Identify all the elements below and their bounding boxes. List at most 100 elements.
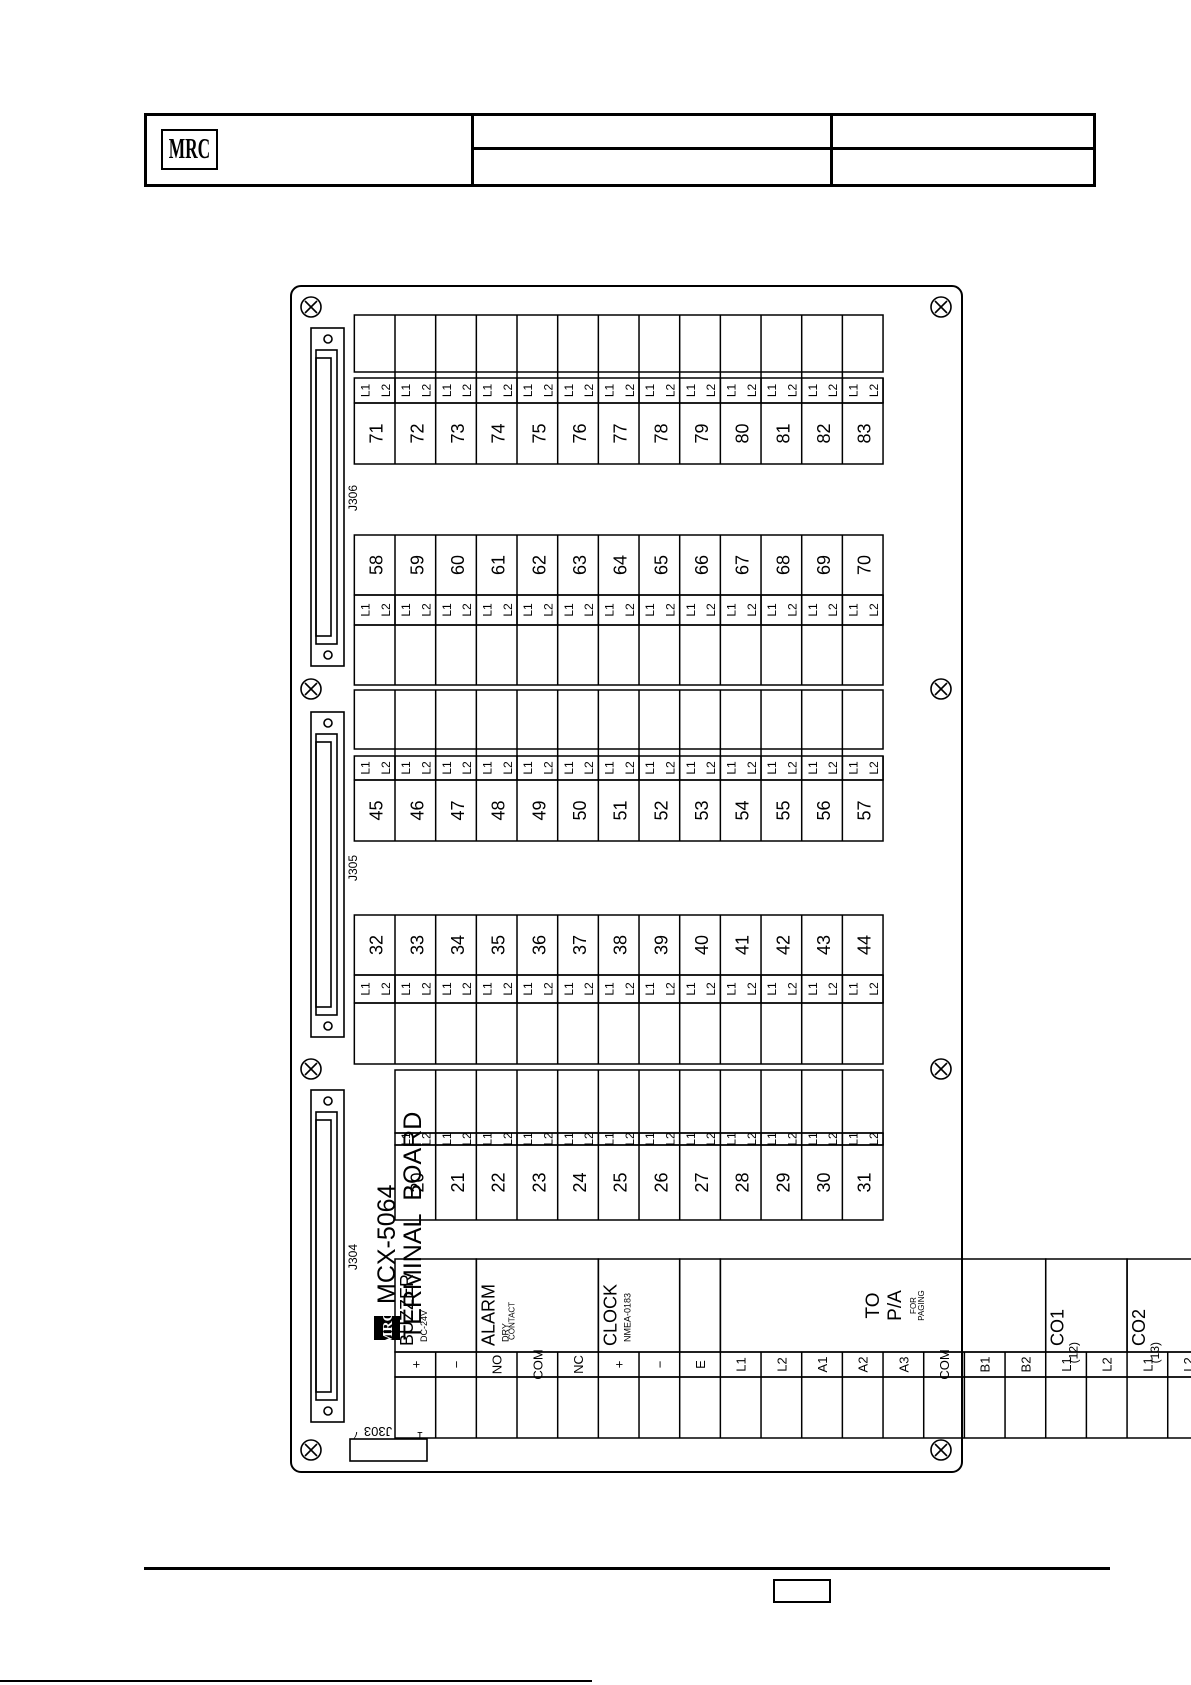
- left-pin-label: −: [652, 1361, 667, 1369]
- terminal-number: 59: [407, 555, 427, 575]
- mrc-logo-text: MRC: [168, 133, 211, 165]
- terminal-pin-l2: L2: [501, 982, 515, 996]
- terminal-number: 58: [367, 555, 387, 575]
- terminal-number: 79: [692, 423, 712, 443]
- terminal-pin-l2: L2: [745, 982, 759, 996]
- terminal-number: 81: [773, 423, 793, 443]
- mounting-screw-icon: [300, 1058, 322, 1080]
- terminal-pin-l1: L1: [440, 384, 454, 398]
- terminal-pin-l1: L1: [765, 1132, 779, 1146]
- terminal-pin-l1: L1: [562, 384, 576, 398]
- terminal-pin-l2: L2: [460, 982, 474, 996]
- terminal-pin-l2: L2: [420, 1132, 434, 1146]
- terminal-number: 80: [733, 423, 753, 443]
- terminal-pin-l2: L2: [704, 982, 718, 996]
- terminal-number: 23: [529, 1172, 549, 1192]
- terminal-number: 40: [692, 935, 712, 955]
- terminal-pin-l2: L2: [704, 384, 718, 398]
- terminal-number: 62: [529, 555, 549, 575]
- j303-pin-right: 1: [417, 1429, 423, 1441]
- terminal-pin-l2: L2: [460, 1132, 474, 1146]
- terminal-block-block_d: [353, 534, 884, 686]
- terminal-number: 63: [570, 555, 590, 575]
- terminal-pin-l2: L2: [786, 1132, 800, 1146]
- terminal-number: 21: [448, 1172, 468, 1192]
- terminal-number: 78: [651, 423, 671, 443]
- terminal-pin-l2: L2: [582, 603, 596, 617]
- signal-group-sub: (13): [1148, 1342, 1162, 1363]
- signal-group-label: CO2: [1129, 1309, 1149, 1346]
- signal-group-sub2: CONTACT: [507, 1302, 516, 1340]
- terminal-pin-l1: L1: [358, 761, 372, 775]
- terminal-number: 66: [692, 555, 712, 575]
- terminal-pin-l2: L2: [704, 761, 718, 775]
- signal-group-label: BUZZER: [397, 1274, 417, 1346]
- mounting-screw-icon: [930, 1439, 952, 1461]
- terminal-pin-l2: L2: [826, 982, 840, 996]
- signal-group-label: TO: [863, 1292, 884, 1318]
- page-number-box: [773, 1579, 831, 1603]
- terminal-pin-l2: L2: [786, 603, 800, 617]
- terminal-number: 24: [570, 1172, 590, 1192]
- terminal-pin-l1: L1: [603, 982, 617, 996]
- terminal-number: 32: [367, 935, 387, 955]
- left-pin-label: COM: [937, 1349, 952, 1379]
- mounting-screw-icon: [300, 1439, 322, 1461]
- bottom-rule: [0, 1680, 592, 1682]
- board-subtitle: TERMINAL BOARD: [399, 1112, 427, 1340]
- terminal-pin-l1: L1: [806, 1132, 820, 1146]
- terminal-number: 33: [407, 935, 427, 955]
- terminal-number: 68: [773, 555, 793, 575]
- terminal-pin-l2: L2: [379, 603, 393, 617]
- terminal-pin-l2: L2: [745, 603, 759, 617]
- terminal-number: 56: [814, 800, 834, 820]
- terminal-number: 53: [692, 800, 712, 820]
- signal-group-box: [1126, 1258, 1191, 1353]
- signal-group-label: CO1: [1048, 1309, 1068, 1346]
- left-pin-label: L1: [1140, 1357, 1155, 1371]
- left-pin-label: COM: [530, 1349, 545, 1379]
- terminal-pin-l2: L2: [420, 384, 434, 398]
- terminal-pin-l1: L1: [847, 761, 861, 775]
- terminal-pin-l1: L1: [806, 761, 820, 775]
- terminal-number: 46: [407, 800, 427, 820]
- terminal-pin-l2: L2: [664, 1132, 678, 1146]
- terminal-pin-l2: L2: [582, 761, 596, 775]
- terminal-pin-l1: L1: [358, 603, 372, 617]
- signal-group-label2: P/A: [885, 1290, 906, 1321]
- terminal-pin-l2: L2: [460, 603, 474, 617]
- terminal-pin-l1: L1: [643, 603, 657, 617]
- left-pin-label: −: [449, 1361, 464, 1369]
- terminal-pin-l2: L2: [745, 1132, 759, 1146]
- terminal-number: 36: [529, 935, 549, 955]
- terminal-pin-l1: L1: [440, 1132, 454, 1146]
- terminal-pin-l1: L1: [521, 603, 535, 617]
- mrc-badge-text: MRC: [381, 1311, 396, 1344]
- terminal-pin-l1: L1: [603, 384, 617, 398]
- left-pin-label: B1: [978, 1357, 993, 1373]
- terminal-pin-l2: L2: [664, 384, 678, 398]
- j306-label: J306: [346, 485, 360, 511]
- signal-group-sub: FOR: [909, 1297, 918, 1314]
- terminal-pin-l1: L1: [358, 982, 372, 996]
- terminal-pin-l1: L1: [643, 982, 657, 996]
- terminal-pin-l1: L1: [358, 384, 372, 398]
- left-pin-label: L1: [1059, 1357, 1074, 1371]
- terminal-number: 42: [773, 935, 793, 955]
- left-pin-label: NC: [571, 1355, 586, 1374]
- terminal-pin-l1: L1: [684, 384, 698, 398]
- terminal-pin-l1: L1: [481, 982, 495, 996]
- terminal-pin-l1: L1: [481, 1132, 495, 1146]
- terminal-pin-l2: L2: [501, 384, 515, 398]
- left-pin-label: L2: [774, 1357, 789, 1371]
- terminal-number: 38: [611, 935, 631, 955]
- terminal-number: 28: [733, 1172, 753, 1192]
- j306-connector: [310, 327, 345, 667]
- left-pin-label: L2: [1181, 1357, 1191, 1371]
- terminal-pin-l2: L2: [786, 982, 800, 996]
- terminal-pin-l2: L2: [664, 761, 678, 775]
- terminal-number: 72: [407, 423, 427, 443]
- terminal-pin-l1: L1: [643, 1132, 657, 1146]
- terminal-number: 61: [489, 555, 509, 575]
